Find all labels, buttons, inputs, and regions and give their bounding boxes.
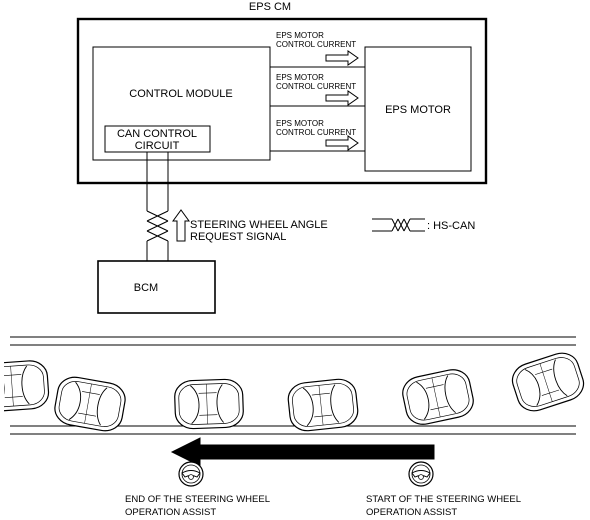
road-edge-mask-right [586,340,590,430]
road [10,336,576,435]
signal-2-arrow [325,90,359,106]
signal-1-line2: CONTROL CURRENT [276,40,356,49]
vehicle-6 [507,348,589,416]
signal-1-line1: EPS MOTOR [276,31,324,40]
assist-direction-arrow [170,437,435,467]
vehicle-3 [173,378,245,430]
request-signal-line2: REQUEST SIGNAL [190,231,286,243]
signal-3-line2: CONTROL CURRENT [276,128,356,137]
end-assist-line1: END OF THE STEERING WHEEL [125,494,270,505]
signal-3-arrow [325,135,359,151]
hs-can-legend-label: : HS-CAN [427,220,475,232]
vehicle-4 [286,376,360,434]
can-circuit-line1: CAN CONTROL [117,128,197,140]
start-assist-line1: START OF THE STEERING WHEEL [366,494,521,505]
start-assist-line2: OPERATION ASSIST [366,507,457,518]
vehicle-1 [0,359,51,413]
hs-can-twisted-pair [146,152,169,261]
request-signal-line1: STEERING WHEEL ANGLE [190,219,328,231]
eps-cm-title: EPS CM [249,1,291,13]
vehicle-2 [51,373,129,435]
vehicle-5 [399,365,477,429]
can-circuit-line2: CIRCUIT [135,140,180,152]
signal-3-line1: EPS MOTOR [276,119,324,128]
signal-2-line2: CONTROL CURRENT [276,82,356,91]
start-steering-wheel-icon [408,461,434,487]
control-module-label: CONTROL MODULE [129,88,233,100]
bcm-box [97,260,216,314]
end-assist-line2: OPERATION ASSIST [125,507,216,518]
eps-cm-frame [76,17,488,185]
bcm-label: BCM [134,282,158,294]
can-control-circuit-box [104,125,211,153]
eps-motor-label: EPS MOTOR [385,104,451,116]
hs-can-legend-symbol [372,218,425,232]
signal-1-arrow [325,50,359,66]
signal-2-line1: EPS MOTOR [276,73,324,82]
end-steering-wheel-icon [178,461,204,487]
eps-motor-box [364,46,472,172]
road-edge-mask-left [0,340,4,430]
request-signal-arrow [172,209,190,242]
